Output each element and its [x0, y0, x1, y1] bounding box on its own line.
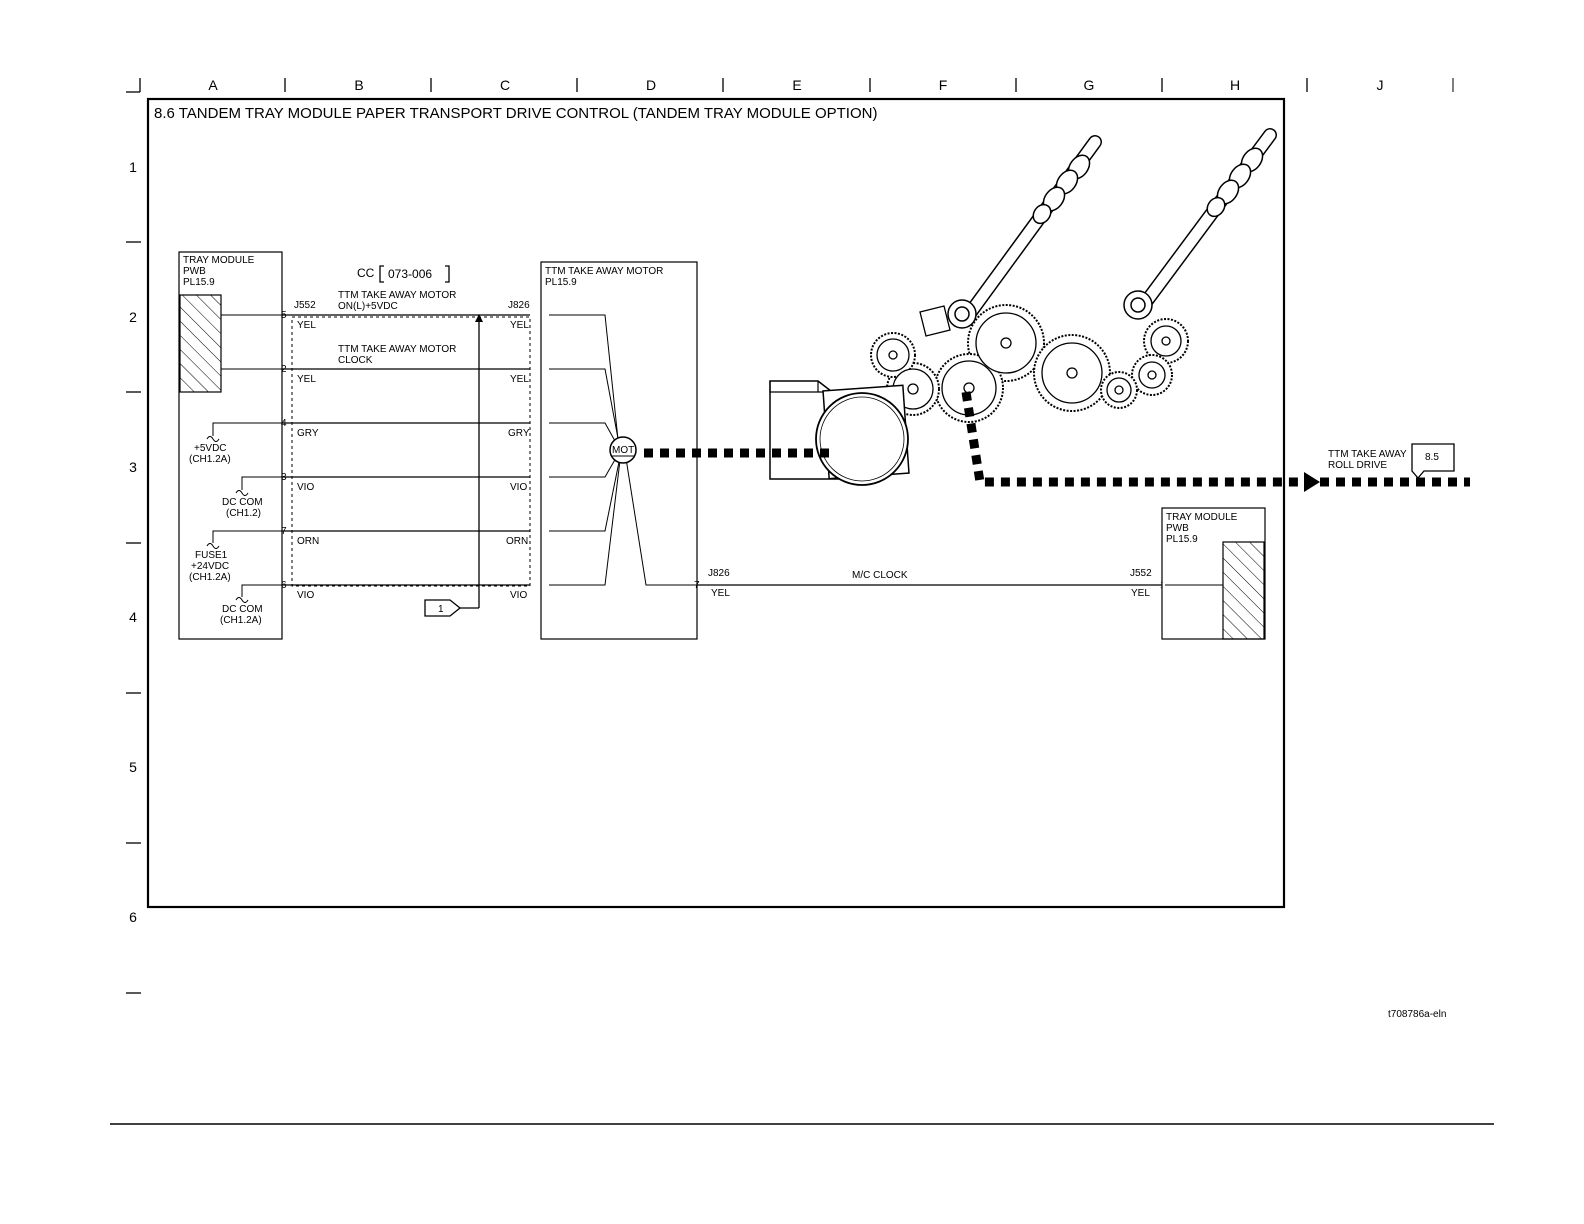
mc-color-right: YEL	[1131, 588, 1150, 599]
right-pwb: TRAY MODULE PWB PL15.9	[1161, 507, 1266, 640]
row-label: 2	[129, 309, 137, 325]
pin-left: 2	[281, 364, 287, 375]
wire-color-left: VIO	[297, 482, 314, 493]
wire-row: 3 VIO VIO 5	[281, 472, 547, 493]
signal-on-line2: ON(L)+5VDC	[338, 301, 398, 312]
p5vdc-sub: (CH1.2A)	[189, 454, 231, 465]
left-pwb-ref: PL15.9	[183, 277, 215, 288]
column-label: F	[939, 77, 948, 93]
pin-left: 6	[281, 580, 287, 591]
pin-left: 7	[281, 526, 287, 537]
wire-color-left: GRY	[297, 428, 319, 439]
row-label: 5	[129, 759, 137, 775]
row-grid: 1 2 3 4 5 6	[126, 159, 141, 994]
wire-color-left: VIO	[297, 590, 314, 601]
pin-left: 5	[281, 310, 287, 321]
column-label: H	[1230, 77, 1240, 93]
wire-color-left: YEL	[297, 320, 316, 331]
motor-symbol: MOT	[612, 445, 634, 456]
signal-clock-line1: TTM TAKE AWAY MOTOR	[338, 344, 456, 355]
mc-pin-left: 7	[694, 580, 700, 591]
mc-color-left: YEL	[711, 588, 730, 599]
wire-row: 5 YEL YEL 3	[281, 310, 547, 331]
fuse-voltage: +24VDC	[191, 561, 229, 572]
harness-bundle	[291, 316, 531, 587]
column-label: G	[1084, 77, 1095, 93]
page-title: 8.6 TANDEM TRAY MODULE PAPER TRANSPORT D…	[154, 105, 877, 122]
diagram-frame	[146, 97, 1286, 909]
signal-on-line1: TTM TAKE AWAY MOTOR	[338, 290, 456, 301]
connector-right: J826	[508, 300, 530, 311]
row-label: 4	[129, 609, 137, 625]
column-label: E	[792, 77, 801, 93]
wire-color-right: ORN	[506, 536, 528, 547]
wire-color-right: VIO	[510, 482, 527, 493]
signal-clock-line2: CLOCK	[338, 355, 373, 366]
output-label-line1: TTM TAKE AWAY	[1328, 449, 1407, 460]
mc-clock-line: J826 7 YEL M/C CLOCK J552 YEL 1	[694, 568, 1166, 599]
motor-box: TTM TAKE AWAY MOTOR PL15.9 MOT	[540, 261, 698, 640]
output-ref: 8.5	[1425, 452, 1439, 463]
wire-color-right: YEL	[510, 374, 529, 385]
column-label: C	[500, 77, 510, 93]
mc-connector-left: J826	[708, 568, 730, 579]
column-label: J	[1377, 77, 1384, 93]
left-pwb-name: TRAY MODULE	[183, 255, 255, 266]
chain-code-brackets	[379, 265, 450, 283]
dccom1-label: DC COM	[222, 497, 263, 508]
drive-path	[644, 391, 1470, 492]
p5vdc-label: +5VDC	[194, 443, 227, 454]
motor-box-ref: PL15.9	[545, 277, 577, 288]
drive-mechanism	[769, 128, 1277, 486]
wire-row: 7 ORN ORN 1	[281, 526, 547, 547]
pin-left: 4	[281, 418, 287, 429]
mc-connector-right: J552	[1130, 568, 1152, 579]
dccom2-label: DC COM	[222, 604, 263, 615]
output-label-line2: ROLL DRIVE	[1328, 460, 1387, 471]
motor-box-name: TTM TAKE AWAY MOTOR	[545, 266, 663, 277]
wire-color-right: YEL	[510, 320, 529, 331]
right-pwb-name: TRAY MODULE	[1166, 512, 1238, 523]
wire-color-right: VIO	[510, 590, 527, 601]
right-pwb-line2: PWB	[1166, 523, 1189, 534]
mc-clock-label: M/C CLOCK	[852, 570, 908, 581]
wire-row: 6 VIO VIO 2	[281, 580, 547, 601]
fuse-label: FUSE1	[195, 550, 228, 561]
chain-code: 073-006	[388, 267, 432, 281]
connector-left: J552	[294, 300, 316, 311]
dccom2-sub: (CH1.2A)	[220, 615, 262, 626]
flag-reference: 1	[424, 314, 483, 617]
right-pwb-ref: PL15.9	[1166, 534, 1198, 545]
power-labels: +5VDC (CH1.2A) DC COM (CH1.2) FUSE1 +24V…	[189, 422, 282, 626]
left-pwb-line2: PWB	[183, 266, 206, 277]
row-label: 6	[129, 909, 137, 925]
wire-row: 2 YEL YEL 6	[281, 364, 547, 385]
column-label: D	[646, 77, 656, 93]
figure-id: t708786a-eln	[1388, 1009, 1446, 1020]
output-reference: TTM TAKE AWAY ROLL DRIVE 8.5	[1328, 443, 1455, 479]
row-label: 3	[129, 459, 137, 475]
chain-code-prefix: CC	[357, 266, 375, 280]
wire-color-right: GRY	[508, 428, 530, 439]
pin-left: 3	[281, 472, 287, 483]
fuse-sub: (CH1.2A)	[189, 572, 231, 583]
column-label: B	[354, 77, 363, 93]
wire-color-left: YEL	[297, 374, 316, 385]
flag-number: 1	[438, 604, 444, 615]
wire-color-left: ORN	[297, 536, 319, 547]
dccom1-sub: (CH1.2)	[226, 508, 261, 519]
wire-row: 4 GRY GRY 4	[281, 418, 547, 439]
column-grid: A B C D E F G H J	[126, 77, 1454, 93]
left-pwb: TRAY MODULE PWB PL15.9	[178, 251, 283, 640]
column-label: A	[208, 77, 218, 93]
row-label: 1	[129, 159, 137, 175]
